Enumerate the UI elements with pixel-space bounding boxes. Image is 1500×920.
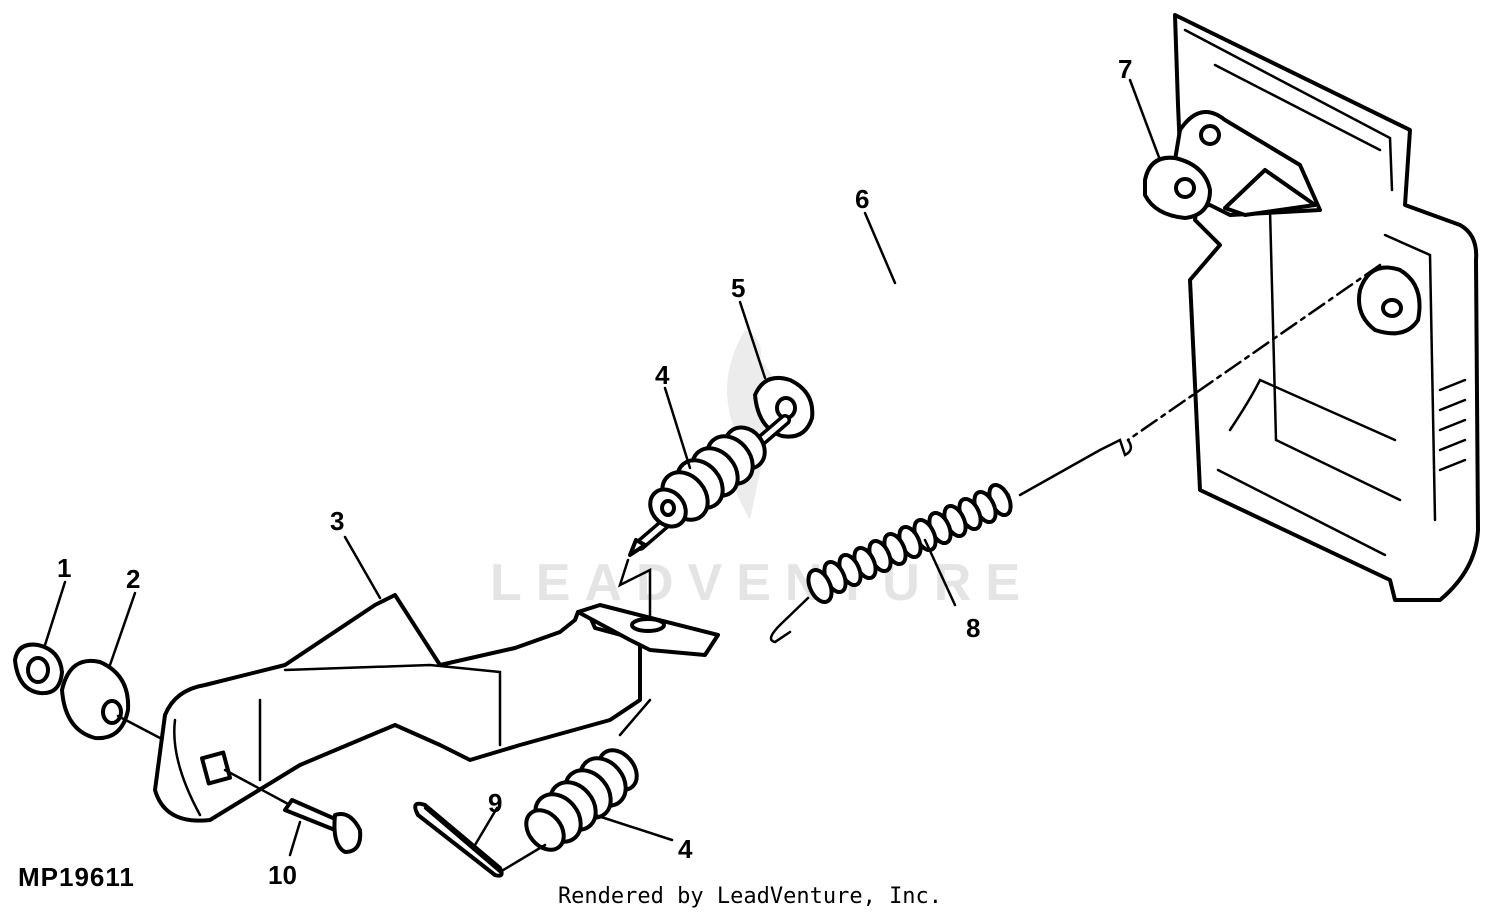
- part-4-lower-spring: [524, 698, 652, 852]
- callout-6: 6: [855, 184, 869, 214]
- leader-rod-to-plate: [617, 558, 652, 632]
- part-8-extension-spring: [769, 263, 1382, 644]
- part-4-upper-spring: [648, 425, 767, 529]
- part-1-nut: [13, 642, 64, 696]
- callout-1: 1: [57, 553, 71, 583]
- part-6-rod: [797, 167, 1145, 388]
- footer-credit: Rendered by LeadVenture, Inc.: [557, 884, 943, 909]
- callout-10: 10: [268, 860, 297, 890]
- callout-4-lower: 4: [678, 834, 693, 864]
- callout-2: 2: [126, 564, 140, 594]
- part-10-bolt: [223, 768, 363, 854]
- callout-9: 9: [488, 788, 502, 818]
- watermark-text: LEADVENTURE: [490, 554, 1034, 612]
- figure-id: MP19611: [18, 862, 135, 892]
- part-3-lever: [153, 593, 720, 823]
- callout-3: 3: [330, 506, 344, 536]
- part-9-cotter-pin: [413, 801, 547, 878]
- callout-4-upper: 4: [655, 360, 670, 390]
- callout-8: 8: [966, 613, 980, 643]
- callout-leaders: [43, 78, 1162, 857]
- callout-7: 7: [1118, 54, 1132, 84]
- part-2-bushing: [60, 658, 162, 741]
- callout-5: 5: [731, 273, 745, 303]
- part-7-bracket: [1143, 13, 1480, 602]
- callout-labels: 1 2 3 4 4 5 6 7 8 9 10: [57, 54, 1132, 890]
